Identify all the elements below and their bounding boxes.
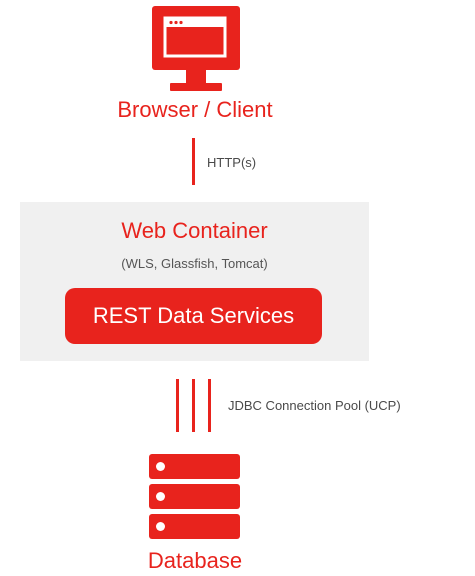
- web-container-title: Web Container: [121, 218, 268, 243]
- database-led-dot: [156, 522, 165, 531]
- database-led-dot: [156, 492, 165, 501]
- browser-client-label: Browser / Client: [117, 97, 273, 122]
- http-connector-line: [192, 138, 195, 185]
- rest-data-services-box: REST Data Services: [65, 288, 322, 344]
- jdbc-label: JDBC Connection Pool (UCP): [228, 398, 401, 413]
- database-label: Database: [147, 548, 243, 573]
- web-container-subtitle: (WLS, Glassfish, Tomcat): [121, 256, 268, 271]
- database-slab-3: [149, 514, 240, 539]
- http-label: HTTP(s): [207, 155, 257, 170]
- database-led-dot: [156, 462, 165, 471]
- jdbc-connector-line-1: [176, 379, 179, 432]
- jdbc-connector-line-2: [192, 379, 195, 432]
- database-slab-2: [149, 484, 240, 509]
- monitor-icon: [152, 6, 240, 91]
- jdbc-connector-line-3: [208, 379, 211, 432]
- database-slab-1: [149, 454, 240, 479]
